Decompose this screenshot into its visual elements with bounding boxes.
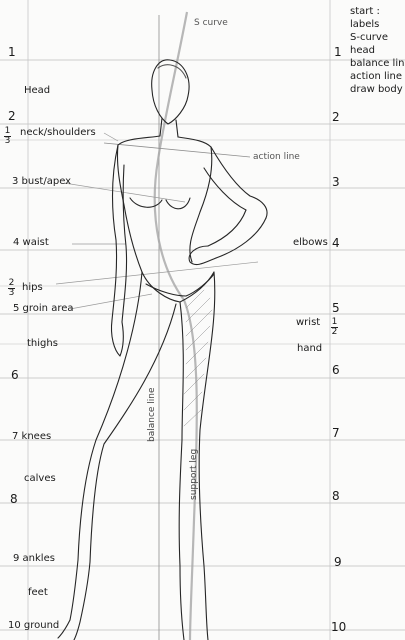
hips-label: hips (22, 283, 43, 293)
right-number-4: 4 (332, 237, 340, 249)
left-number-6: 6 (11, 369, 19, 381)
wrist-label: wrist (296, 318, 320, 328)
fraction-one-half-top: 1 (330, 318, 339, 327)
figure-torso-right (190, 147, 212, 262)
fraction-two-thirds: 2 3 (7, 279, 16, 298)
figure-left-leg (70, 272, 176, 622)
bust-leader (64, 183, 185, 202)
left-number-8: 8 (10, 493, 18, 505)
feet-label: feet (28, 588, 48, 598)
figure-left-arm (112, 145, 127, 322)
left-number-2: 2 (8, 110, 16, 122)
start-checklist: start : labels S-curve head balance line… (350, 5, 405, 96)
left-number-1: 1 (8, 46, 16, 58)
figure-torso-left (117, 145, 142, 272)
ankles-label: 9 ankles (13, 554, 55, 564)
groin-area-label: 5 groin area (13, 304, 74, 314)
right-number-1: 1 (334, 46, 342, 58)
figure-right-forearm (208, 210, 266, 258)
knees-label: 7 knees (12, 432, 51, 442)
figure-left-hand (111, 320, 123, 356)
ground-label: 10 ground (8, 621, 59, 631)
s-curve-label: S curve (194, 19, 228, 28)
start-item-action-line: action line (350, 70, 405, 83)
waist-label: 4 waist (13, 238, 49, 248)
right-number-2: 2 (332, 111, 340, 123)
figure-bust (130, 198, 190, 209)
start-item-head: head (350, 44, 405, 57)
head-label: Head (24, 86, 50, 96)
right-number-6: 6 (332, 364, 340, 376)
fraction-one-half-bottom: 2 (330, 328, 339, 337)
fraction-one-third: 1 3 (3, 127, 12, 146)
elbows-label: elbows (293, 238, 328, 248)
thighs-label: thighs (27, 339, 58, 349)
right-number-8: 8 (332, 490, 340, 502)
calves-label: calves (24, 474, 56, 484)
support-leg-label: support leg (190, 449, 199, 500)
right-number-5: 5 (332, 302, 340, 314)
figure (58, 60, 267, 640)
fraction-one-half: 1 2 (330, 318, 339, 337)
right-number-7: 7 (332, 427, 340, 439)
right-number-3: 3 (332, 176, 340, 188)
fraction-one-third-top: 1 (3, 127, 12, 136)
fraction-two-thirds-top: 2 (7, 279, 16, 288)
fraction-one-third-bottom: 3 (3, 137, 12, 146)
bust-apex-label: 3 bust/apex (12, 177, 71, 187)
hips-leader (56, 262, 258, 284)
action-line (104, 143, 250, 157)
action-line-label: action line (253, 153, 300, 162)
start-item-labels: labels (350, 18, 405, 31)
right-number-9: 9 (334, 556, 342, 568)
s-curve-line (155, 12, 197, 640)
start-checklist-title: start : (350, 5, 405, 18)
right-number-10: 10 (331, 621, 346, 633)
start-item-balance-line: balance line (350, 57, 405, 70)
fraction-two-thirds-bottom: 3 (7, 289, 16, 298)
groin-leader (70, 294, 152, 309)
figure-right-hand (189, 246, 216, 265)
hand-label: hand (297, 344, 322, 354)
neck-shoulders-label: neck/shoulders (20, 128, 96, 138)
start-item-draw-body: draw body (350, 83, 405, 96)
start-item-s-curve: S-curve (350, 31, 405, 44)
balance-line-label: balance line (148, 387, 157, 442)
